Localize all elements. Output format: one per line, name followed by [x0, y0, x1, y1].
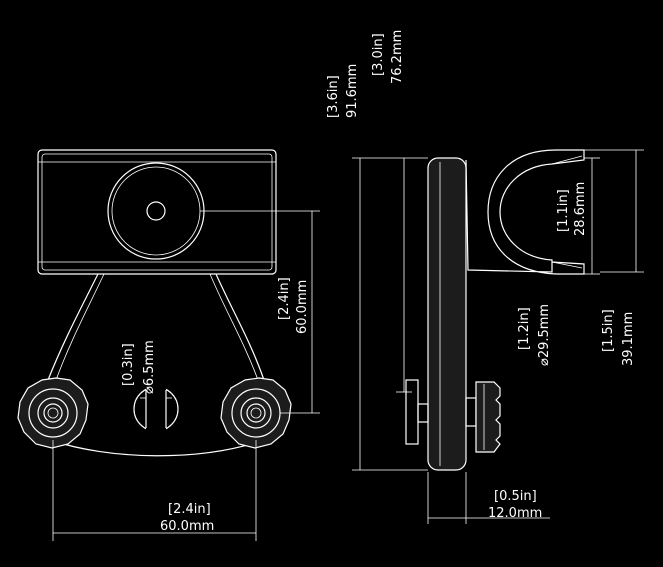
mount-bolt [405, 379, 419, 445]
slot-hole [133, 386, 179, 432]
bracket-plate [47, 273, 265, 457]
clamp-depth-metric: 39.1mm [621, 312, 636, 366]
back-plate [427, 157, 467, 471]
clamp-depth-imperial: [1.5in] [601, 309, 616, 352]
thickness-metric: 12.0mm [488, 506, 542, 521]
bolt-spacing-vertical-metric: 60.0mm [295, 280, 310, 334]
bolt-spacing-horizontal-imperial: [2.4in] [168, 502, 211, 517]
overall-height-metric: 91.6mm [345, 64, 360, 118]
knob-diameter-metric: ⌀29.5mm [537, 304, 552, 366]
clamp-height-metric: 76.2mm [390, 30, 405, 84]
bolt-spacing-horizontal-metric: 60.0mm [160, 519, 214, 534]
dimension-lines [52, 149, 644, 541]
clamp-opening-imperial: [1.1in] [556, 189, 571, 232]
knob-diameter-imperial: [1.2in] [517, 307, 532, 350]
clamp-opening-metric: 28.6mm [573, 182, 588, 236]
center-hole [146, 201, 166, 221]
bolt-spacing-vertical-imperial: [2.4in] [277, 277, 292, 320]
dimension-labels: [3.6in] 91.6mm [3.0in] 76.2mm [1.1in] 28… [121, 30, 636, 534]
clamp-pad [107, 162, 205, 260]
hole-diameter-imperial: [0.3in] [121, 343, 136, 386]
overall-height-imperial: [3.6in] [326, 75, 341, 118]
clamp-height-imperial: [3.0in] [371, 33, 386, 76]
hole-diameter-metric: ⌀6.5mm [142, 340, 157, 394]
front-view [17, 149, 292, 457]
thickness-imperial: [0.5in] [494, 489, 537, 504]
left-knob [17, 377, 89, 449]
side-knob [475, 381, 501, 453]
clamp-body [37, 149, 277, 275]
clamp-hook [465, 149, 585, 275]
side-view [405, 149, 585, 471]
right-knob [220, 377, 292, 449]
